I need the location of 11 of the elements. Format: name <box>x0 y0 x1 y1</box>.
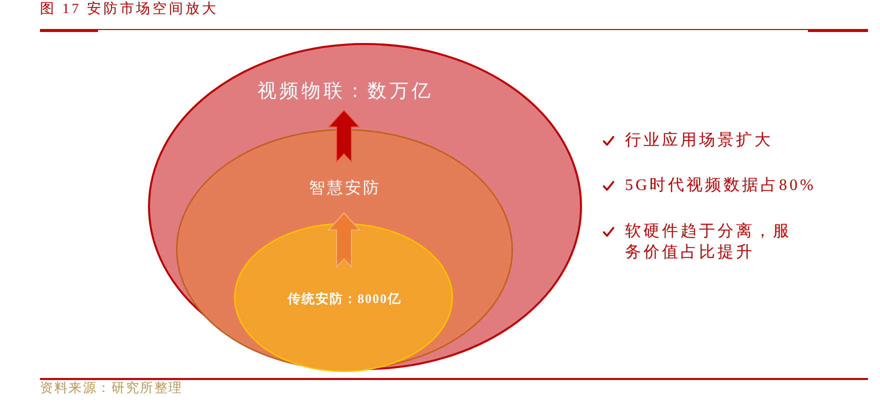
ellipse-label: 视频物联：数万亿 <box>256 80 434 104</box>
ellipse-label: 智慧安防 <box>308 179 381 199</box>
figure-title: 图 17 安防市场空间放大 <box>40 1 218 19</box>
ellipse-region <box>234 223 453 372</box>
bullet-point-text: 5G时代视频数据占80% <box>625 176 817 196</box>
ellipse-region <box>176 129 513 370</box>
ellipse-label: 传统安防：8000亿 <box>286 291 402 307</box>
bullet-point-text: 软硬件趋于分离，服务价值占比提升 <box>625 222 792 263</box>
bullet-point-text: 行业应用场景扩大 <box>625 130 774 151</box>
source-note: 资料来源：研究所整理 <box>40 381 183 395</box>
ellipse-region <box>148 43 582 370</box>
